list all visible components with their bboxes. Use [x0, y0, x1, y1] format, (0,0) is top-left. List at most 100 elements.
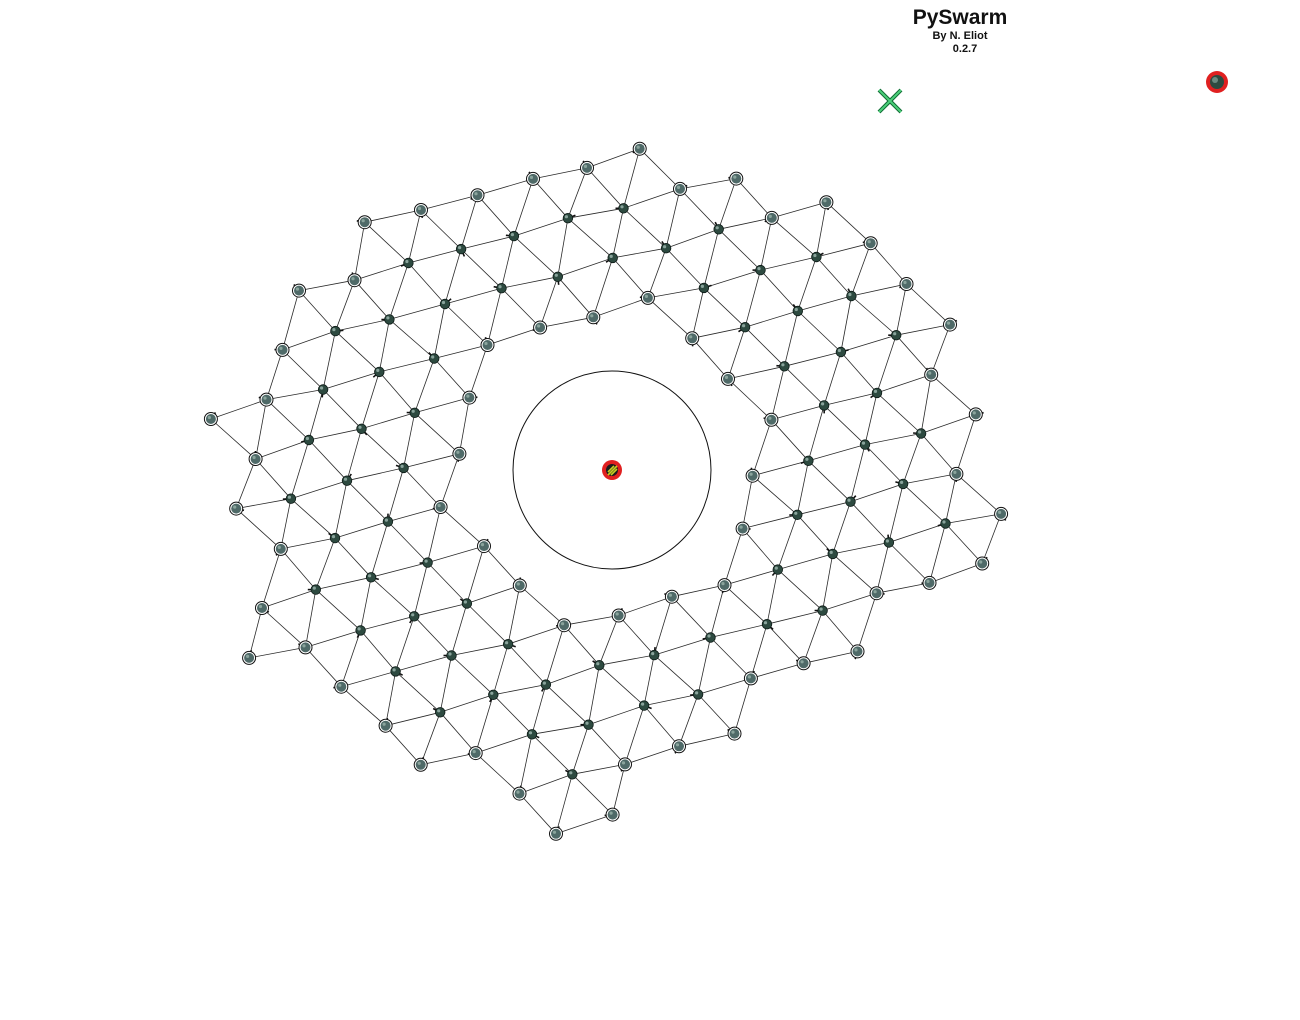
swarm-link [305, 630, 361, 648]
interior-agent [870, 387, 883, 399]
swarm-link [571, 724, 589, 775]
swarm-link [864, 392, 878, 445]
interior-agent [738, 322, 751, 333]
swarm-link [210, 399, 267, 420]
interior-agent [443, 650, 457, 661]
swarm-link [822, 553, 834, 611]
swarm-link [760, 256, 817, 271]
title-block: PySwarm By N. Eliot 0.2.7 [900, 6, 1020, 56]
interior-agent [580, 719, 594, 730]
swarm-link [433, 303, 446, 359]
perimeter-agent [728, 171, 744, 186]
swarm-link [752, 419, 772, 476]
swarm-link [501, 287, 541, 328]
perimeter-agent [413, 757, 428, 772]
swarm-link [545, 684, 589, 725]
perimeter-agent [975, 556, 990, 571]
swarm-link [334, 521, 389, 539]
swarm-link [724, 528, 743, 586]
swarm-link [797, 295, 852, 312]
swarm-link [519, 773, 573, 794]
swarm-link [460, 195, 478, 250]
swarm-link [420, 752, 476, 766]
swarm-link [531, 734, 573, 775]
swarm-link [341, 686, 386, 727]
swarm-link [612, 764, 626, 815]
swarm-link [876, 392, 922, 434]
swarm-link [824, 392, 878, 406]
swarm-link [906, 283, 951, 325]
swarm-link [678, 733, 735, 747]
interior-agent [883, 534, 895, 548]
swarm-link [408, 262, 446, 305]
swarm-link [718, 229, 761, 271]
swarm-link [335, 280, 355, 332]
agent-marker-icon[interactable] [1206, 71, 1228, 93]
swarm-link [493, 694, 533, 735]
interior-agent [698, 282, 712, 294]
swarm-link [797, 310, 842, 353]
interior-agent [307, 584, 321, 595]
swarm-link [945, 473, 957, 524]
swarm-link [532, 178, 569, 219]
swarm-link [752, 460, 809, 477]
interior-agent [330, 325, 344, 337]
swarm-link [665, 247, 705, 289]
interior-agent [792, 303, 803, 317]
swarm-link [477, 194, 515, 237]
swarm-link [851, 295, 897, 336]
swarm-link [766, 610, 823, 625]
swarm-link [930, 374, 977, 415]
interior-agent [888, 330, 902, 341]
swarm-link [280, 537, 336, 550]
interior-agent [432, 707, 446, 718]
swarm-link [414, 412, 460, 455]
perimeter-agent [414, 203, 428, 219]
swarm-link [592, 257, 614, 318]
perimeter-agent [378, 717, 393, 733]
perimeter-agent [611, 608, 626, 623]
perimeter-agent [949, 466, 964, 482]
swarm-link [451, 603, 468, 656]
swarm-link [876, 374, 932, 394]
swarm-link [387, 506, 441, 522]
swarm-link [895, 334, 932, 375]
swarm-link [945, 513, 1002, 524]
swarm-link [777, 569, 823, 611]
swarm-link [395, 655, 452, 672]
perimeter-agent [470, 188, 485, 203]
swarm-link [760, 217, 773, 271]
swarm-link [413, 616, 452, 656]
swarm-link [654, 637, 711, 656]
swarm-link [370, 562, 428, 578]
interior-agent [439, 298, 452, 310]
swarm-link [440, 453, 460, 508]
swarm-link [920, 374, 932, 434]
swarm-link [361, 371, 380, 429]
swarm-link [305, 589, 317, 648]
swarm-link [519, 734, 533, 794]
swarm-link [451, 643, 509, 656]
swarm-link [370, 521, 389, 578]
swarm-link [742, 528, 779, 570]
interior-agent [895, 478, 909, 490]
swarm-link [519, 585, 565, 626]
interior-agent [341, 473, 353, 486]
target-cross-icon[interactable] [877, 88, 903, 114]
swarm-link [513, 235, 559, 278]
perimeter-agent [743, 670, 758, 686]
swarm-link [665, 188, 681, 249]
swarm-link [727, 365, 785, 380]
perimeter-agent [462, 390, 478, 405]
swarm-link [354, 279, 390, 320]
swarm-link [851, 243, 872, 297]
swarm-link [647, 248, 667, 299]
swarm-link [308, 389, 324, 441]
perimeter-agent [273, 541, 288, 556]
obstacle-center-icon[interactable] [602, 460, 622, 480]
swarm-link [255, 399, 267, 460]
swarm-link [420, 712, 441, 765]
swarm-link [466, 603, 509, 645]
swarm-link [808, 405, 825, 461]
